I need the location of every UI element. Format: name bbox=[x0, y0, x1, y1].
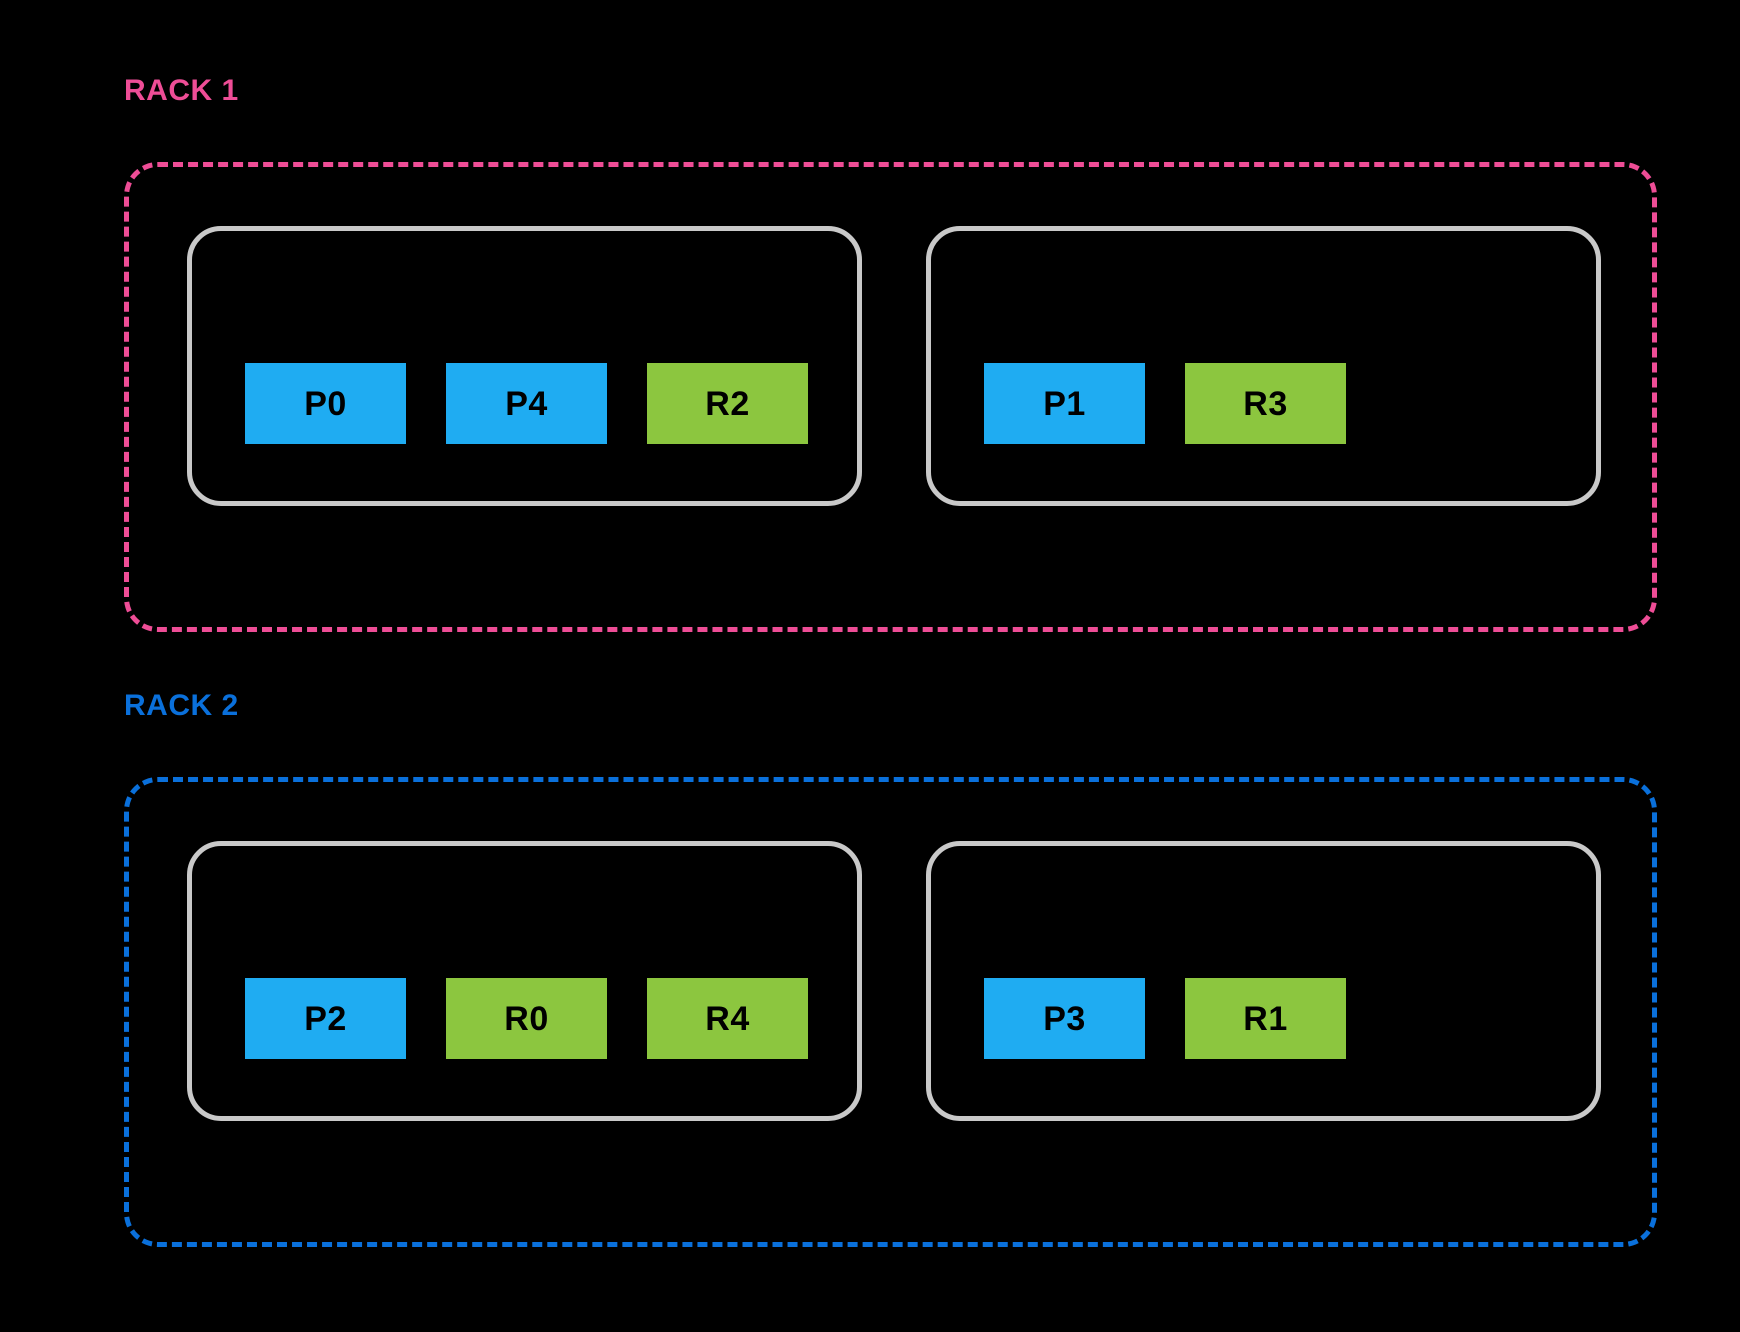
node-box-1[interactable]: P0 P4 R2 bbox=[187, 226, 862, 506]
chip-p1[interactable]: P1 bbox=[984, 363, 1145, 444]
rack-boundary-2: P2 R0 R4 P3 R1 bbox=[124, 777, 1657, 1247]
node-box-3[interactable]: P2 R0 R4 bbox=[187, 841, 862, 1121]
node-chip-row: P0 P4 R2 bbox=[192, 363, 857, 444]
chip-r2[interactable]: R2 bbox=[647, 363, 808, 444]
node-chip-row: P2 R0 R4 bbox=[192, 978, 857, 1059]
chip-r3[interactable]: R3 bbox=[1185, 363, 1346, 444]
rack-label-1: RACK 1 bbox=[124, 74, 239, 107]
node-box-2[interactable]: P1 R3 bbox=[926, 226, 1601, 506]
chip-p0[interactable]: P0 bbox=[245, 363, 406, 444]
chip-p4[interactable]: P4 bbox=[446, 363, 607, 444]
rack-boundary-1: P0 P4 R2 P1 R3 bbox=[124, 162, 1657, 632]
node-chip-row: P3 R1 bbox=[931, 978, 1596, 1059]
chip-r0[interactable]: R0 bbox=[446, 978, 607, 1059]
chip-r4[interactable]: R4 bbox=[647, 978, 808, 1059]
node-chip-row: P1 R3 bbox=[931, 363, 1596, 444]
node-box-4[interactable]: P3 R1 bbox=[926, 841, 1601, 1121]
chip-p2[interactable]: P2 bbox=[245, 978, 406, 1059]
chip-p3[interactable]: P3 bbox=[984, 978, 1145, 1059]
chip-r1[interactable]: R1 bbox=[1185, 978, 1346, 1059]
rack-label-2: RACK 2 bbox=[124, 689, 239, 722]
